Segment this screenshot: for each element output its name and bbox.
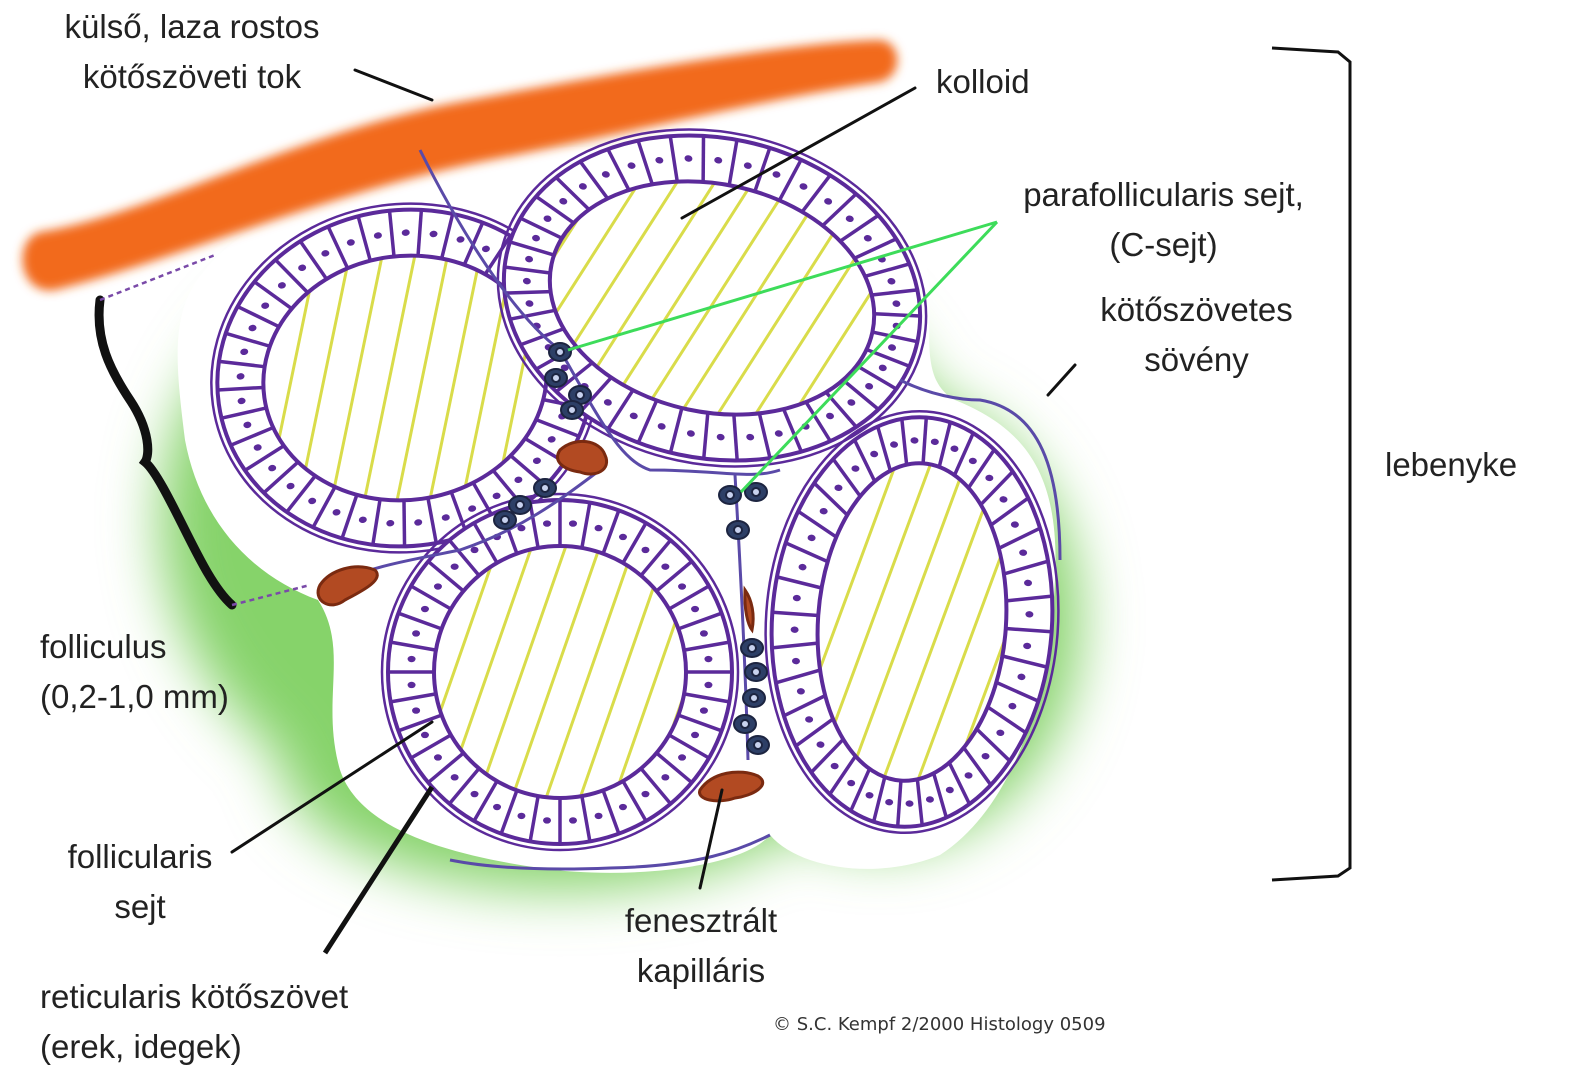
follicular-cell-nucleus (493, 804, 501, 810)
c-cell-nucleus (750, 694, 758, 702)
c-cell-nucleus (501, 516, 509, 524)
follicular-cell-nucleus (412, 707, 420, 713)
follicular-cell-nucleus (641, 791, 649, 797)
follicular-cell-nucleus (408, 656, 416, 662)
follicular-cell-nucleus (619, 534, 627, 540)
follicular-cell-nucleus (700, 707, 708, 713)
label-lobule-text: lebenyke (1385, 440, 1517, 490)
label-capillary: fenesztrált kapilláris (596, 896, 806, 996)
label-follicle-line1: folliculus (40, 622, 229, 672)
credit-text: © S.C. Kempf 2/2000 Histology 0509 (773, 1014, 1106, 1035)
label-capsule-line2: kötőszöveti tok (42, 52, 342, 102)
label-capsule-line1: külső, laza rostos (42, 2, 342, 52)
label-capillary-line1: fenesztrált (596, 896, 806, 946)
c-cell-nucleus (576, 391, 584, 399)
c-cell-nucleus (748, 644, 756, 652)
label-reticular-line1: reticularis kötőszövet (40, 972, 348, 1022)
label-capillary-line2: kapilláris (596, 946, 806, 996)
follicular-cell-nucleus (691, 606, 699, 612)
follicular-cell-nucleus (700, 630, 708, 636)
follicular-cell-nucleus (408, 682, 416, 688)
c-cell-nucleus (556, 348, 564, 356)
label-follicular-cell-line2: sejt (40, 882, 240, 932)
follicular-cell-nucleus (517, 813, 525, 819)
follicular-cell-nucleus (619, 804, 627, 810)
c-cell-nucleus (568, 406, 576, 414)
c-cell-nucleus (752, 668, 760, 676)
follicular-cell-nucleus (704, 656, 712, 662)
follicular-cell-nucleus (543, 520, 551, 526)
follicular-cell-nucleus (641, 547, 649, 553)
follicular-cell-nucleus (595, 525, 603, 531)
c-cell-nucleus (752, 488, 760, 496)
label-parafollicular: parafollicularis sejt, (C-sejt) (996, 170, 1331, 270)
follicular-cell-nucleus (569, 817, 577, 823)
label-lobule: lebenyke (1385, 440, 1517, 490)
label-colloid: kolloid (936, 57, 1030, 107)
label-reticular-line2: (erek, idegek) (40, 1022, 348, 1072)
follicular-cell-nucleus (412, 630, 420, 636)
leader-septum (1048, 365, 1075, 395)
label-colloid-text: kolloid (936, 57, 1030, 107)
follicular-cell-nucleus (451, 563, 459, 569)
leader-capsule (355, 70, 432, 100)
c-cell-nucleus (516, 501, 524, 509)
label-capsule: külső, laza rostos kötőszöveti tok (42, 2, 342, 102)
label-follicular-cell-line1: follicularis (40, 832, 240, 882)
follicular-cell-nucleus (691, 732, 699, 738)
follicular-cell-nucleus (471, 547, 479, 553)
c-cell-nucleus (726, 491, 734, 499)
c-cell-nucleus (734, 526, 742, 534)
follicular-cell-nucleus (421, 606, 429, 612)
c-cell-nucleus (541, 484, 549, 492)
follicular-cell-nucleus (543, 817, 551, 823)
label-reticular: reticularis kötőszövet (erek, idegek) (40, 972, 348, 1072)
c-cell-nucleus (552, 374, 560, 382)
label-septum-line1: kötőszövetes (1084, 285, 1309, 335)
follicular-cell-nucleus (661, 774, 669, 780)
label-parafollicular-line1: parafollicularis sejt, (996, 170, 1331, 220)
label-follicular-cell: follicularis sejt (40, 832, 240, 932)
label-follicle: folliculus (0,2-1,0 mm) (40, 622, 229, 722)
follicular-cell-nucleus (421, 732, 429, 738)
c-cell-nucleus (754, 741, 762, 749)
follicular-cell-nucleus (451, 774, 459, 780)
follicular-cell-nucleus (678, 583, 686, 589)
label-follicle-line2: (0,2-1,0 mm) (40, 672, 229, 722)
follicular-cell-nucleus (678, 754, 686, 760)
follicular-cell-nucleus (661, 563, 669, 569)
follicular-cell-nucleus (434, 583, 442, 589)
label-septum-line2: sövény (1084, 335, 1309, 385)
follicular-cell-nucleus (434, 754, 442, 760)
c-cell-nucleus (741, 720, 749, 728)
follicular-cell-nucleus (471, 791, 479, 797)
follicular-cell-nucleus (595, 813, 603, 819)
follicular-cell-nucleus (569, 520, 577, 526)
label-parafollicular-line2: (C-sejt) (996, 220, 1331, 270)
label-septum: kötőszövetes sövény (1084, 285, 1309, 385)
follicular-cell-nucleus (704, 682, 712, 688)
